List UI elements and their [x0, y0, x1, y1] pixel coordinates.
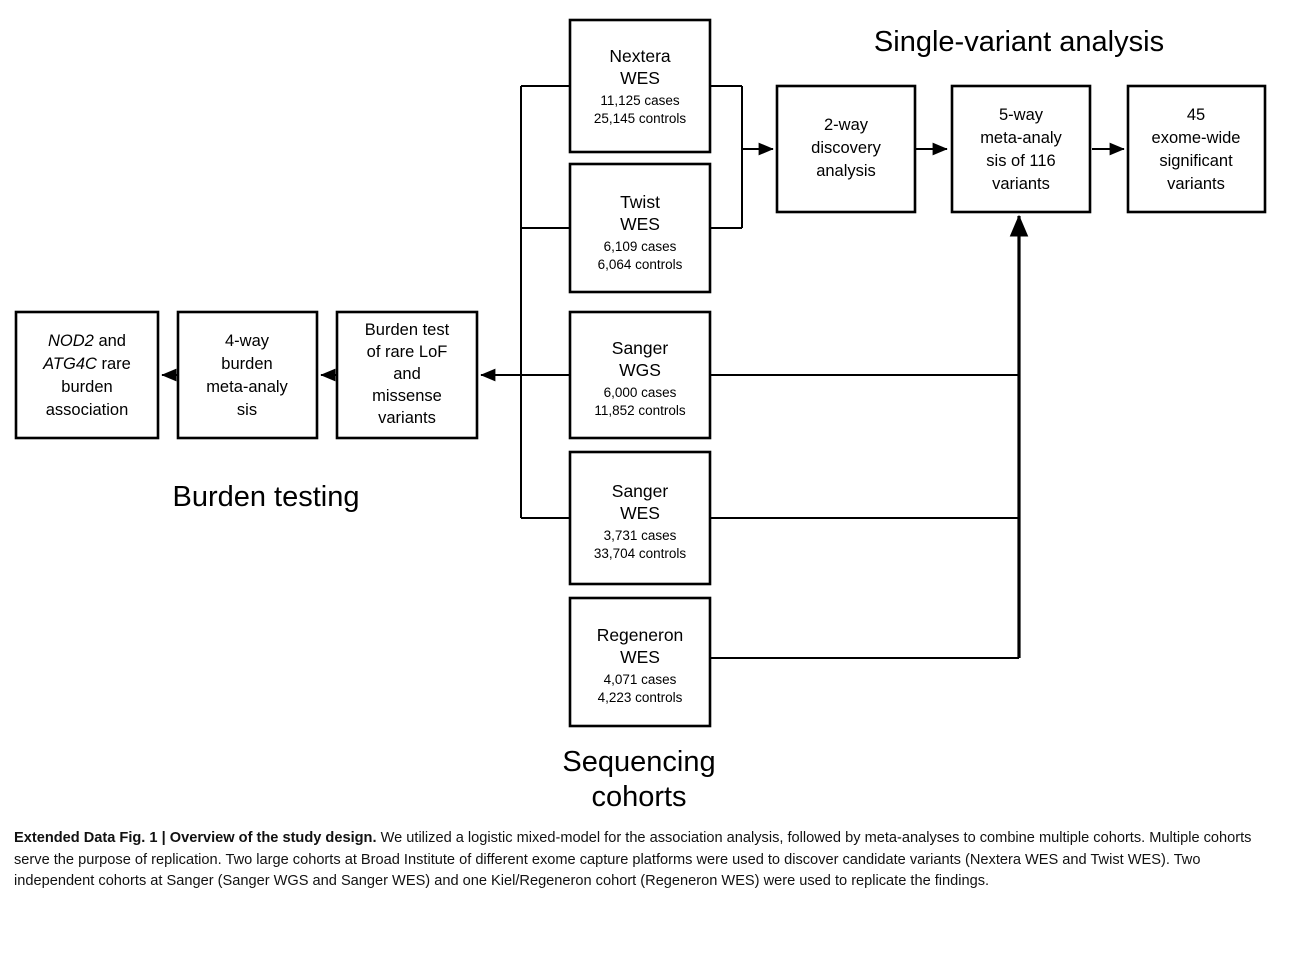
box-four-way-burden-meta — [176, 310, 319, 440]
figure-diagram-area: Single-variant analysis Burden testing S… — [14, 18, 1267, 813]
figure-caption: Extended Data Fig. 1 | Overview of the s… — [14, 828, 1276, 893]
four-way-burden-line-1: 4-way — [225, 332, 270, 350]
five-way-meta-line-3: sis of 116 — [986, 152, 1055, 170]
cohort-cases-sanger-wes: 3,731 cases — [604, 528, 677, 543]
caption-body: We utilized a logistic mixed-model for t… — [14, 830, 1252, 890]
node-two-way-discovery[interactable]: 2-way discovery analysis — [775, 84, 917, 214]
cohort-controls-sanger-wgs: 11,852 controls — [594, 403, 686, 418]
node-four-way-burden-meta[interactable]: 4-way burden meta-analy sis — [176, 310, 319, 440]
cohort-node-twist-wes[interactable]: Twist WES 6,109 cases 6,064 controls — [568, 162, 712, 294]
cohort-cases-sanger-wgs: 6,000 cases — [604, 385, 677, 400]
cohort-title-line2-twist-wes: WES — [620, 214, 660, 234]
five-way-meta-line-1: 5-way — [999, 106, 1044, 124]
four-way-burden-line-2: burden — [221, 355, 272, 373]
cohort-title-line2-regeneron-wes: WES — [620, 647, 660, 667]
section-label-sequencing-cohorts-line2: cohorts — [591, 781, 686, 813]
two-way-discovery-line-2: discovery — [811, 139, 881, 157]
cohort-box-sanger-wes — [568, 450, 712, 586]
cohort-box-nextera-wes — [568, 18, 712, 154]
cohort-cases-twist-wes: 6,109 cases — [604, 239, 677, 254]
cohort-cases-nextera-wes: 11,125 cases — [600, 93, 680, 108]
cohort-title-line1-nextera-wes: Nextera — [609, 46, 671, 66]
cohort-node-sanger-wgs[interactable]: Sanger WGS 6,000 cases 11,852 controls — [568, 310, 712, 440]
section-label-single-variant: Single-variant analysis — [874, 26, 1164, 58]
cohort-box-regeneron-wes — [568, 596, 712, 728]
caption-bold-prefix: Extended Data Fig. 1 | Overview of the s… — [14, 830, 377, 846]
cohort-controls-twist-wes: 6,064 controls — [598, 257, 683, 272]
cohort-title-line1-twist-wes: Twist — [620, 192, 660, 212]
cohort-node-nextera-wes[interactable]: Nextera WES 11,125 cases 25,145 controls — [568, 18, 712, 154]
cohort-node-sanger-wes[interactable]: Sanger WES 3,731 cases 33,704 controls — [568, 450, 712, 586]
node-nod2-atg4c-association[interactable]: NOD2 and ATG4C rare burden association — [14, 310, 160, 440]
cohort-title-line1-sanger-wgs: Sanger — [612, 338, 669, 358]
four-way-burden-line-4: sis — [237, 401, 257, 419]
nod2-line-suffix: and — [94, 332, 126, 350]
exome-wide-line-1: 45 — [1187, 106, 1205, 124]
study-design-flowchart: Single-variant analysis Burden testing S… — [14, 18, 1267, 813]
cohort-box-twist-wes — [568, 162, 712, 294]
nod2-association-line-4: association — [46, 401, 129, 419]
section-label-burden-testing: Burden testing — [172, 481, 359, 513]
cohort-cases-regeneron-wes: 4,071 cases — [604, 672, 677, 687]
gene-name-atg4c: ATG4C — [42, 355, 97, 373]
nod2-association-line-2: ATG4C rare — [42, 355, 131, 373]
left-collection-bus — [520, 85, 570, 519]
exome-wide-line-2: exome-wide — [1152, 129, 1241, 147]
two-way-discovery-line-3: analysis — [816, 162, 876, 180]
box-nod2-atg4c-association — [14, 310, 160, 440]
cohort-controls-sanger-wes: 33,704 controls — [594, 546, 687, 561]
replication-merge-bus — [710, 214, 1029, 659]
burden-test-line-3: and — [393, 365, 421, 383]
box-burden-test-rare — [335, 310, 479, 440]
four-way-burden-line-3: meta-analy — [206, 378, 288, 396]
two-way-discovery-line-1: 2-way — [824, 116, 869, 134]
box-two-way-discovery — [775, 84, 917, 214]
cohort-node-regeneron-wes[interactable]: Regeneron WES 4,071 cases 4,223 controls — [568, 596, 712, 728]
cohort-controls-nextera-wes: 25,145 controls — [594, 111, 687, 126]
section-label-sequencing-cohorts-line1: Sequencing — [562, 746, 715, 778]
box-exome-wide-significant — [1126, 84, 1267, 214]
cohort-title-line2-nextera-wes: WES — [620, 68, 660, 88]
exome-wide-line-4: variants — [1167, 175, 1225, 193]
burden-test-line-2: of rare LoF — [367, 343, 448, 361]
five-way-meta-line-2: meta-analy — [980, 129, 1062, 147]
atg4c-line-suffix: rare — [97, 355, 131, 373]
discovery-merge-bus — [710, 85, 774, 229]
node-exome-wide-significant[interactable]: 45 exome-wide significant variants — [1126, 84, 1267, 214]
cohort-title-line1-sanger-wes: Sanger — [612, 481, 669, 501]
exome-wide-line-3: significant — [1159, 152, 1233, 170]
cohort-box-sanger-wgs — [568, 310, 712, 440]
node-burden-test-rare[interactable]: Burden test of rare LoF and missense var… — [335, 310, 479, 440]
burden-test-line-5: variants — [378, 409, 436, 427]
nod2-association-line-1: NOD2 and — [48, 332, 126, 350]
gene-name-nod2: NOD2 — [48, 332, 94, 350]
box-five-way-meta — [950, 84, 1092, 214]
five-way-meta-line-4: variants — [992, 175, 1050, 193]
cohort-controls-regeneron-wes: 4,223 controls — [598, 690, 683, 705]
cohort-title-line2-sanger-wes: WES — [620, 503, 660, 523]
burden-test-line-4: missense — [372, 387, 442, 405]
node-five-way-meta[interactable]: 5-way meta-analy sis of 116 variants — [950, 84, 1092, 214]
burden-test-line-1: Burden test — [365, 321, 450, 339]
cohort-title-line2-sanger-wgs: WGS — [619, 360, 661, 380]
cohort-title-line1-regeneron-wes: Regeneron — [597, 625, 684, 645]
nod2-association-line-3: burden — [61, 378, 112, 396]
